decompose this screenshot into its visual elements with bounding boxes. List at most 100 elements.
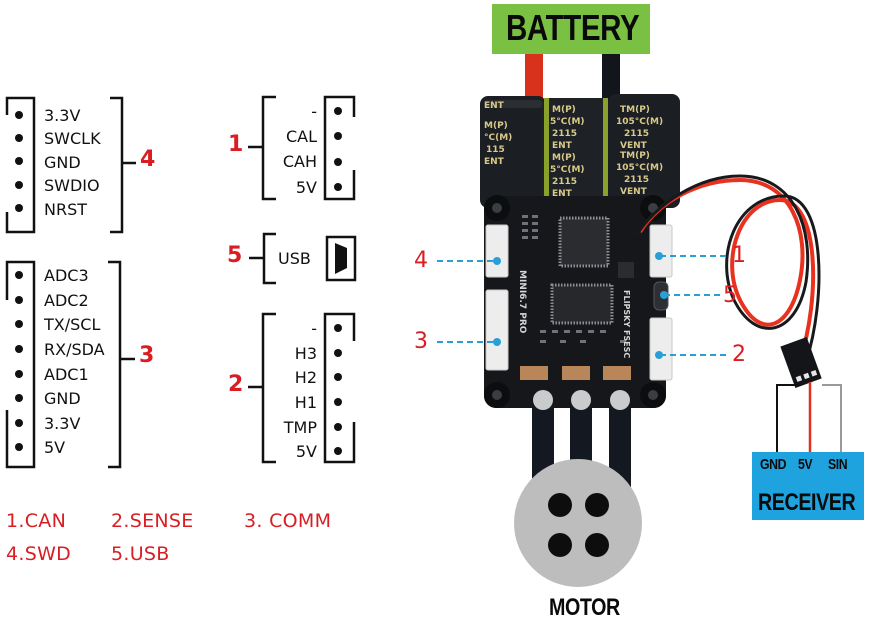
callout-dot [655,351,663,359]
comm-pin-label: GND [44,389,81,408]
pin-dot [15,345,23,353]
capacitor [480,96,546,208]
sense-pin-label: 5V [295,442,317,461]
battery-positive-wire [525,50,543,105]
pin-dot [334,107,342,115]
receiver-sin-wire [822,384,842,454]
legend-item-sense: 2.SENSE [111,510,194,532]
motor-hole [585,533,609,557]
capacitor-text: VENT [620,141,648,151]
comm-pin-label: 5V [44,438,66,457]
callout-dot [493,257,501,265]
pin-dot [15,296,23,304]
comm-pin-label: RX/SDA [44,340,105,359]
capacitor-text: 105°C(M) [616,117,663,127]
silkscreen-brand: FLIPSKY FSESC [622,290,631,358]
sense-pin-label: - [311,319,317,338]
driver-chip [550,283,614,325]
can-connector-number: 1 [228,132,244,157]
sense-pin-label: H2 [294,368,317,387]
callout-dot [493,338,501,346]
pin-dot [15,443,23,451]
callout-number-1: 1 [732,243,746,268]
swd-pin-label: GND [44,153,81,172]
pin-dot [334,398,342,406]
callout-number-5: 5 [723,283,737,308]
swd-pin-label: SWCLK [44,129,101,148]
motor-hole [548,533,572,557]
capacitor [542,98,610,210]
shunt-resistor [520,366,548,380]
callout-number-3: 3 [414,329,428,354]
pin-dot [334,183,342,191]
swd-connector-number: 4 [140,147,156,172]
usb-port-icon [335,243,347,274]
capacitor-text: VENT [620,187,648,197]
receiver-box [752,452,864,520]
pin-dot [334,158,342,166]
swd-pin-label: SWDIO [44,176,100,195]
receiver-label: RECEIVER [758,489,856,516]
battery-label-box [492,4,650,54]
comm-pin-label: TX/SCL [44,315,101,334]
pin-dot [15,320,23,328]
pin-dot [15,111,23,119]
capacitor-text: ENT [484,101,505,111]
can-pin-label: CAH [282,152,317,171]
legend-item-can: 1.CAN [6,510,67,532]
capacitor-text: 2115 [552,177,577,187]
silkscreen-model: MINI6.7 PRO [517,270,527,334]
capacitor-text: 2115 [624,129,649,139]
capacitor-text: 2115 [552,129,577,139]
phase-solder-pad [610,390,630,410]
phase-solder-pad [533,390,553,410]
pin-dot [334,447,342,455]
capacitor-text: 5°C(M) [550,117,585,127]
sense-pin-label: H3 [294,344,317,363]
capacitor-text: ENT [484,157,505,167]
callout-number-2: 2 [732,342,746,367]
mounting-screw [640,382,666,408]
callout-number-4: 4 [414,248,428,273]
pin-dot [15,419,23,427]
usb-connector-number: 5 [227,243,243,268]
comm-connector-number: 3 [139,343,155,368]
comm-pin-label: ADC2 [44,291,89,310]
capacitor-text: M(P) [552,153,576,163]
motor-icon [514,459,642,587]
pin-dot [334,349,342,357]
jst-connector-sense [649,317,673,381]
capacitor-text: TM(P) [620,105,650,115]
jst-connector-comm [485,289,509,371]
sense-connector-number: 2 [228,372,244,397]
receiver-gnd-wire [776,384,800,454]
mcu-chip [558,216,610,268]
battery-label: BATTERY [506,7,640,48]
capacitor-text: °C(M) [484,133,512,143]
legend-item-swd: 4.SWD [6,543,72,565]
receiver-wire-red [638,177,816,361]
can-pin-label: CAL [285,127,317,146]
usb-label: USB [278,249,311,268]
shunt-resistor [603,366,631,380]
capacitor-text: M(P) [484,121,508,131]
shunt-resistor [562,366,590,380]
pin-dot [15,394,23,402]
pin-dot [15,134,23,142]
receiver-pin-gnd: GND [760,456,787,473]
swd-pin-label: NRST [44,200,88,219]
pin-dot [15,204,23,212]
pin-dot [334,423,342,431]
jst-connector-swd [485,224,509,278]
capacitor-text: ENT [552,141,573,151]
capacitor-text: TM(P) [620,151,650,161]
mounting-screw [484,195,510,221]
pin-dot [15,271,23,279]
motor-label: MOTOR [549,594,620,621]
callout-dot [660,291,668,299]
